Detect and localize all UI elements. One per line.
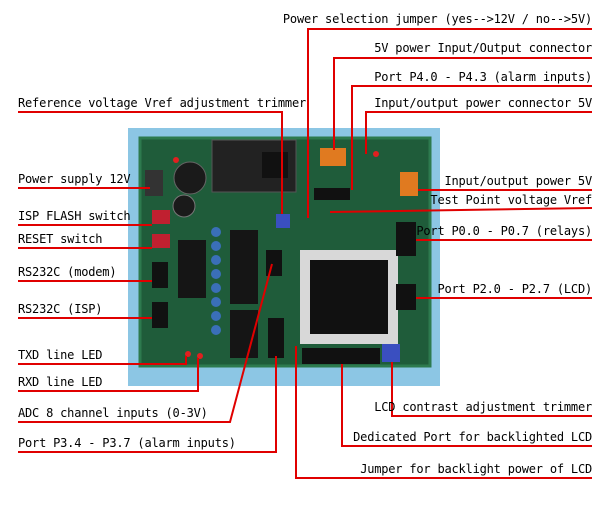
label-5v-power-io-connector: 5V power Input/Output connector <box>374 41 592 55</box>
label-port-p0: Port P0.0 - P0.7 (relays) <box>416 224 592 238</box>
label-lcd-backlight-port: Dedicated Port for backlighted LCD <box>353 430 592 444</box>
label-isp-flash-switch: ISP FLASH switch <box>18 209 131 223</box>
label-rxd-led: RXD line LED <box>18 375 103 389</box>
capacitor-column <box>211 227 221 335</box>
label-reset-switch: RESET switch <box>18 232 103 246</box>
capacitor <box>173 161 207 195</box>
rs232-modem-header <box>152 262 168 288</box>
label-rs232-modem: RS232C (modem) <box>18 265 117 279</box>
port-p2-header <box>396 284 416 310</box>
ic-chip <box>230 230 258 304</box>
rxd-led <box>197 353 203 359</box>
label-test-point-vref: Test Point voltage Vref <box>430 193 592 207</box>
label-io-power-5v: Input/output power 5V <box>444 174 592 188</box>
label-txd-led: TXD line LED <box>18 348 103 362</box>
txd-led <box>185 351 191 357</box>
capacitor <box>172 194 196 218</box>
lcd-backlight-port <box>302 348 380 364</box>
power-connector <box>145 170 163 196</box>
vref-trimmer <box>276 214 290 228</box>
isp-flash-switch <box>152 210 170 224</box>
label-port-p3: Port P3.4 - P3.7 (alarm inputs) <box>18 436 236 450</box>
port-p3-header <box>268 318 284 358</box>
leader-lines <box>18 28 593 479</box>
microcontroller <box>310 260 388 334</box>
led <box>173 157 179 163</box>
reset-switch <box>152 234 170 248</box>
ic-chip <box>178 240 206 298</box>
lcd-contrast-trimmer <box>382 344 400 362</box>
label-rs232-isp: RS232C (ISP) <box>18 302 103 316</box>
label-vref-trimmer: Reference voltage Vref adjustment trimme… <box>18 96 307 110</box>
label-port-p4: Port P4.0 - P4.3 (alarm inputs) <box>374 70 592 84</box>
led <box>373 151 379 157</box>
label-power-selection-jumper: Power selection jumper (yes-->12V / no--… <box>282 12 592 26</box>
port-p4-header <box>314 188 350 200</box>
label-power-supply: Power supply 12V <box>18 172 131 186</box>
label-io-power-connector: Input/output power connector 5V <box>374 96 592 110</box>
port-p0-header <box>396 222 416 256</box>
power-io-connector <box>320 148 346 166</box>
adc-header <box>266 250 282 276</box>
label-port-p2: Port P2.0 - P2.7 (LCD) <box>437 282 592 296</box>
rs232-isp-header <box>152 302 168 328</box>
label-backlight-jumper: Jumper for backlight power of LCD <box>360 462 592 476</box>
label-lcd-contrast-trimmer: LCD contrast adjustment trimmer <box>374 400 592 414</box>
label-adc-inputs: ADC 8 channel inputs (0-3V) <box>18 406 208 420</box>
power-io-connector-5v <box>400 172 418 196</box>
